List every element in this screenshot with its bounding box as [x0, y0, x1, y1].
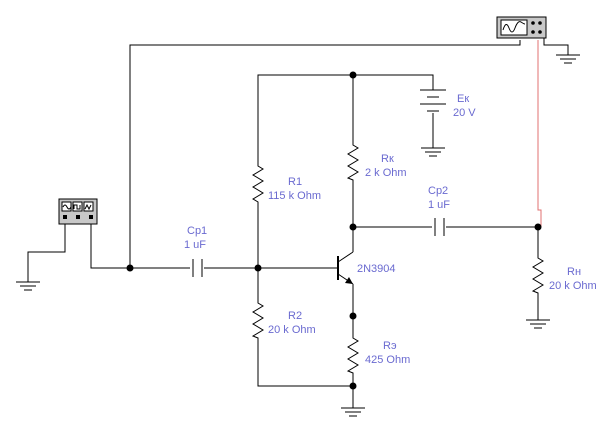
- node-top-rail: [349, 71, 357, 79]
- r1-ref-label: R1: [288, 176, 302, 188]
- r1-value-label: 115 k Ohm: [268, 190, 321, 202]
- component-labels: R1 115 k Ohm R2 20 k Ohm Rк 2 k Ohm Rэ 4…: [184, 93, 597, 366]
- resistor-rk-icon: [346, 142, 359, 182]
- resistor-rk[interactable]: [346, 142, 359, 182]
- ground-scope: [556, 54, 580, 64]
- transistor-npn[interactable]: [337, 251, 354, 285]
- wire-generator-ground: [27, 224, 66, 282]
- resistor-rn[interactable]: [531, 255, 544, 295]
- rk-ref-label: Rк: [381, 153, 394, 165]
- ground-load: [526, 319, 550, 329]
- resistor-r1-icon: [252, 163, 264, 205]
- cp2-value-label: 1 uF: [428, 199, 450, 211]
- ek-ref-label: Eк: [457, 93, 469, 105]
- oscilloscope-trace-icon: [502, 21, 526, 33]
- oscilloscope-knob-1: [531, 21, 535, 25]
- triangle-wave-icon: [84, 203, 92, 211]
- generator-terminal-1: [63, 215, 67, 219]
- ground-generator: [16, 281, 40, 291]
- node-input: [126, 264, 134, 272]
- node-bottom: [349, 382, 357, 390]
- oscilloscope-icon[interactable]: [496, 16, 547, 39]
- ek-value-label: 20 V: [453, 107, 476, 119]
- re-value-label: 425 Ohm: [365, 354, 410, 366]
- node-emitter: [349, 312, 357, 320]
- transistor-collector-lead: [337, 251, 354, 263]
- r2-ref-label: R2: [288, 310, 302, 322]
- ground-emitter: [341, 407, 365, 417]
- oscilloscope-knob-2: [538, 21, 542, 25]
- generator-window-3: [83, 201, 94, 212]
- transistor-model-label: 2N3904: [357, 263, 396, 275]
- wire-scope-ground: [543, 37, 569, 55]
- function-generator-icon[interactable]: [58, 198, 98, 225]
- wire-generator-output: [90, 224, 190, 269]
- wire-probe: [537, 40, 542, 227]
- oscilloscope-knob-3: [531, 30, 535, 34]
- wire-scope-input: [129, 40, 521, 268]
- resistor-r2-icon: [251, 300, 264, 340]
- rn-ref-label: Rн: [567, 266, 581, 278]
- wire-r2-bottom: [257, 340, 353, 387]
- square-wave-icon: [73, 204, 81, 210]
- node-collector: [349, 223, 357, 231]
- wires: [27, 37, 569, 408]
- oscilloscope-knob-4: [538, 30, 542, 34]
- oscilloscope-screen: [500, 19, 528, 36]
- resistor-r1[interactable]: [252, 163, 264, 205]
- node-output: [534, 223, 542, 231]
- wire-top-rail: [257, 74, 434, 163]
- resistor-re[interactable]: [346, 335, 359, 375]
- ground-battery: [421, 147, 445, 157]
- transistor-emitter-arrow-icon: [345, 277, 353, 284]
- resistor-r2[interactable]: [251, 300, 264, 340]
- cp1-ref-label: Cp1: [187, 225, 207, 237]
- cp1-value-label: 1 uF: [184, 239, 206, 251]
- capacitor-cp1[interactable]: [192, 259, 203, 277]
- battery-ek[interactable]: [420, 89, 446, 112]
- generator-terminal-2: [76, 215, 80, 219]
- generator-terminal-3: [89, 215, 93, 219]
- sine-wave-icon: [62, 204, 72, 210]
- junction-nodes: [126, 71, 542, 390]
- resistor-rn-icon: [531, 255, 544, 295]
- r2-value-label: 20 k Ohm: [268, 324, 316, 336]
- cp2-ref-label: Cp2: [428, 185, 448, 197]
- rn-value-label: 20 k Ohm: [549, 280, 597, 292]
- node-base: [254, 264, 262, 272]
- re-ref-label: Rэ: [383, 340, 397, 352]
- resistor-re-icon: [346, 335, 359, 375]
- rk-value-label: 2 k Ohm: [365, 167, 407, 179]
- capacitor-cp2[interactable]: [434, 218, 445, 236]
